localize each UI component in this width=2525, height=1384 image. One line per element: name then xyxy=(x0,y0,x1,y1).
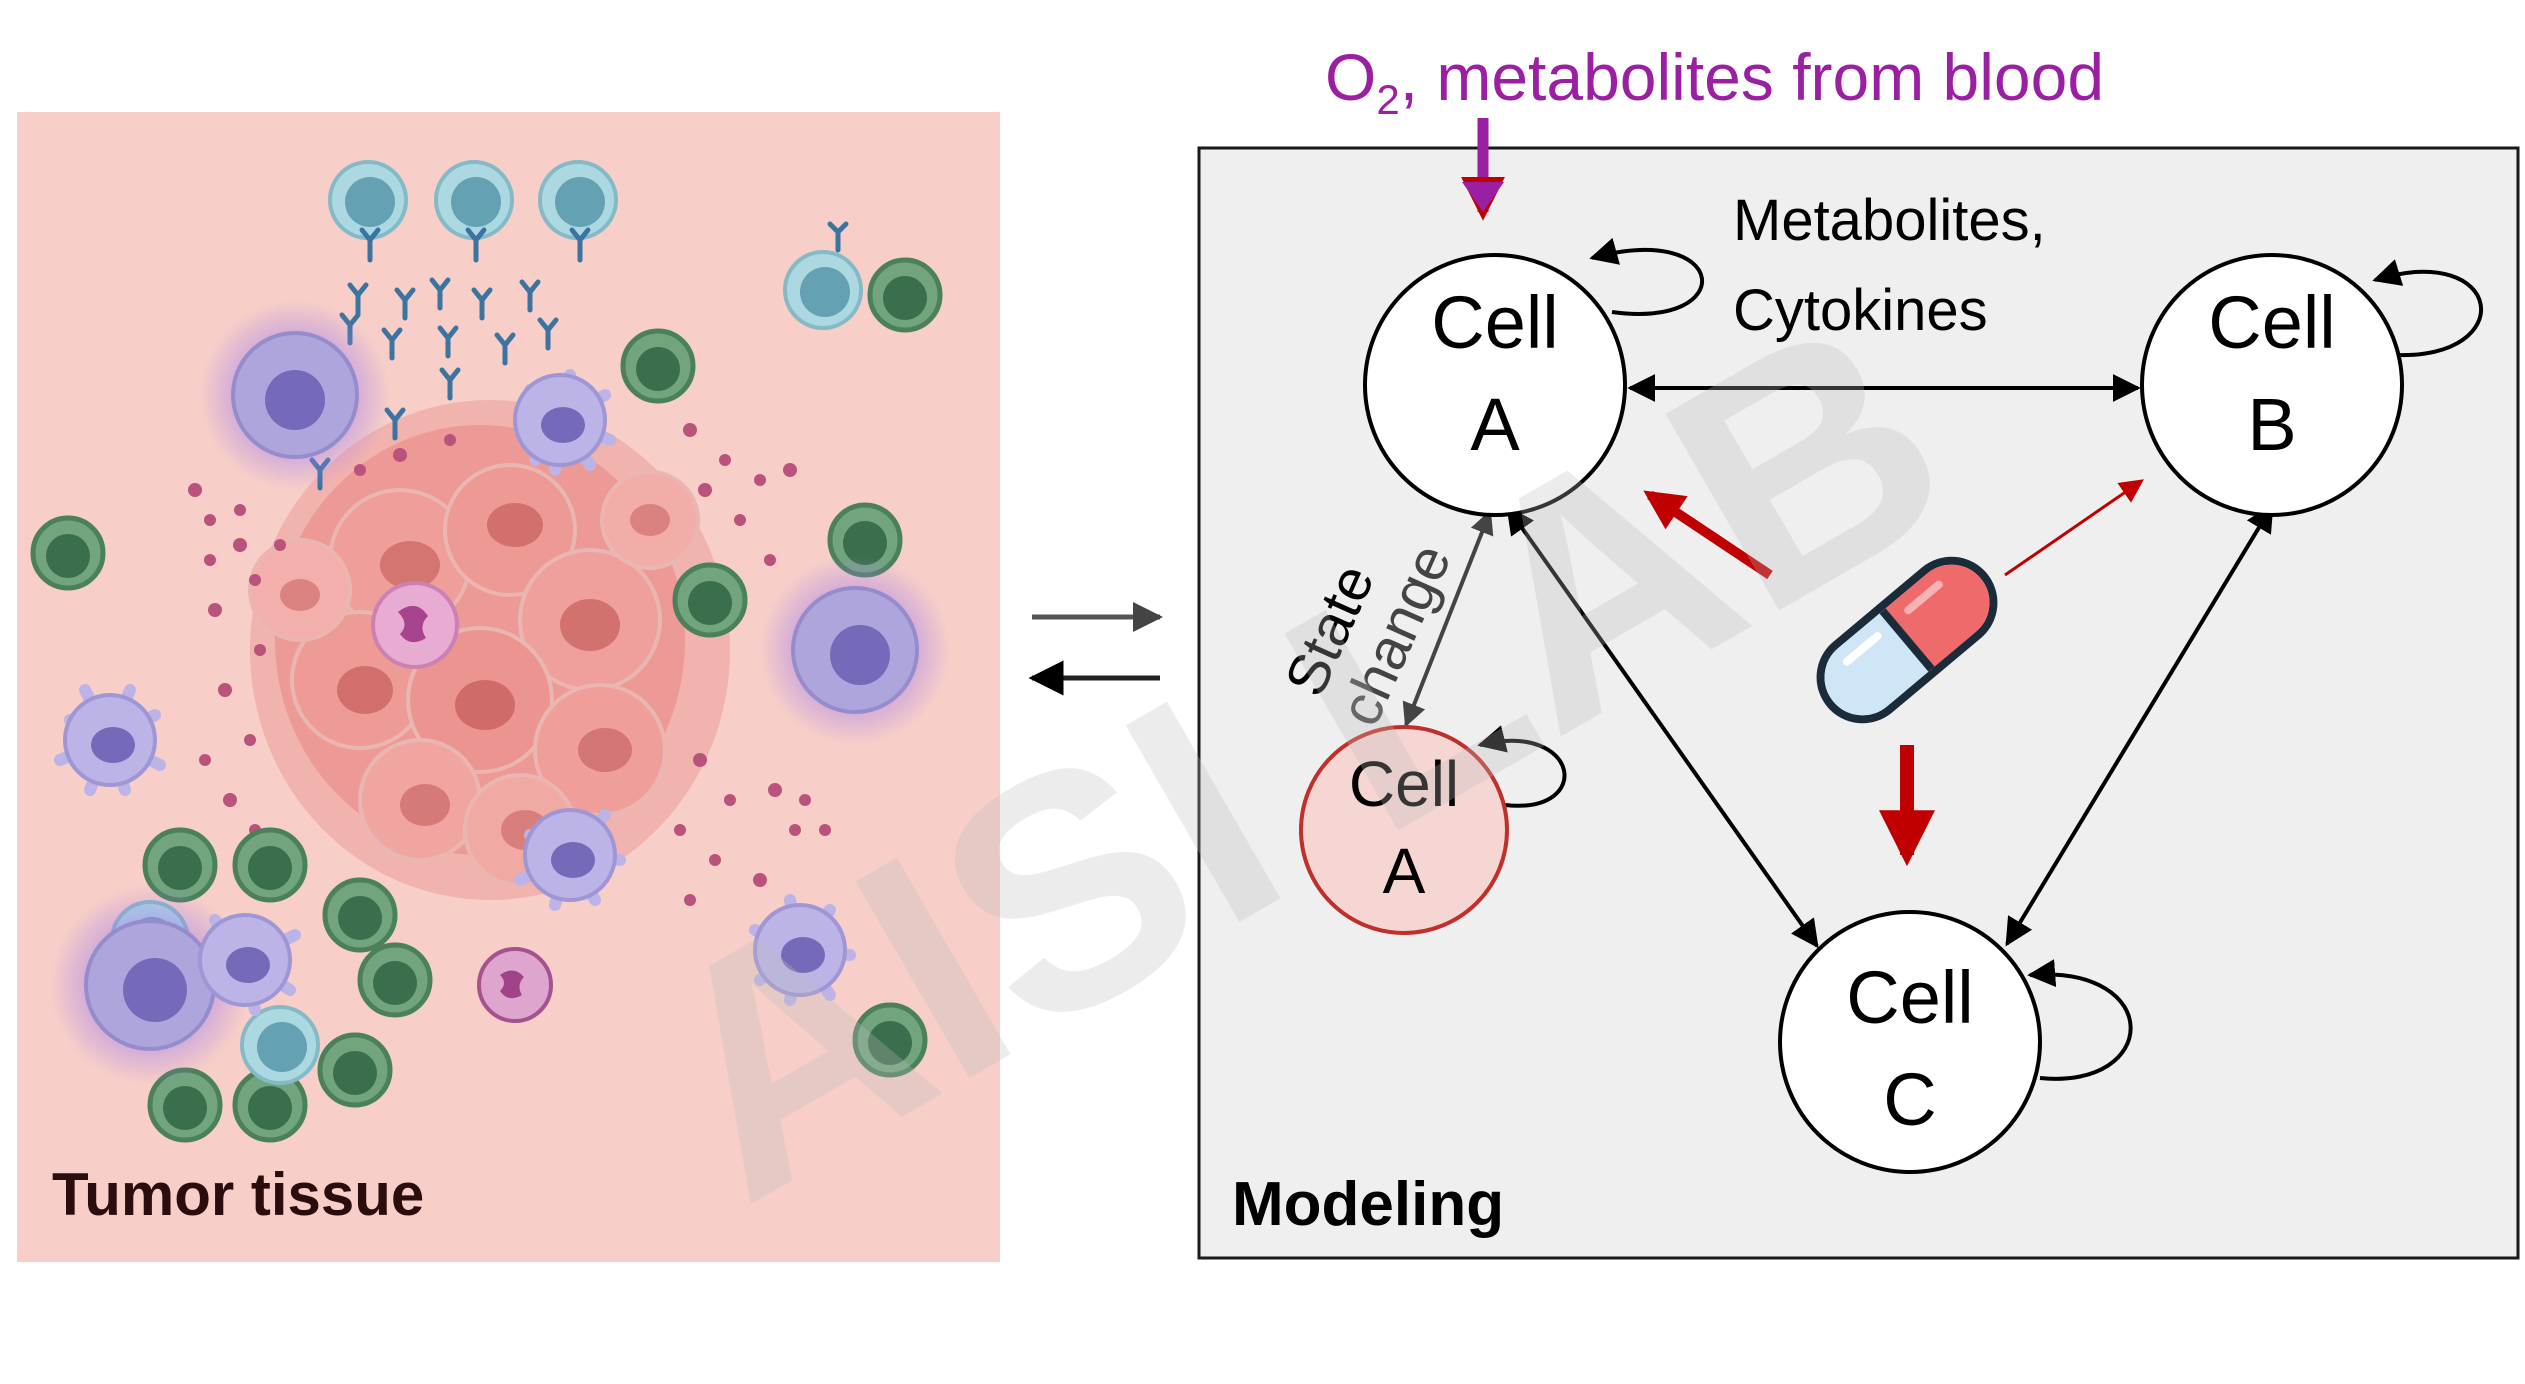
cell-b-line2: B xyxy=(2247,383,2296,466)
dendritic-cells xyxy=(54,369,856,1016)
cell-node-a-changed: Cell A xyxy=(1299,725,1509,935)
tumor-tissue-label: Tumor tissue xyxy=(52,1161,424,1228)
macrophages xyxy=(50,300,950,1085)
interaction-edges xyxy=(1402,374,2274,949)
cell-node-c: Cell C xyxy=(1778,910,2042,1174)
self-loops xyxy=(1477,237,2483,1081)
drug-effect-arrows xyxy=(1643,479,2144,867)
self-loop-a xyxy=(1589,237,1704,316)
cell-a-line1: Cell xyxy=(1431,281,1558,364)
drug-to-cell-b xyxy=(2004,479,2144,577)
cell-b-line1: Cell xyxy=(2208,281,2335,364)
neutrophil-2 xyxy=(477,947,553,1023)
self-loop-a-changed xyxy=(1477,725,1567,808)
edge-a-c xyxy=(1506,505,1819,949)
edge-state-change xyxy=(1402,509,1494,728)
antibodies xyxy=(309,221,849,491)
modeling-label: Modeling xyxy=(1232,1170,1504,1239)
cell-c-line1: Cell xyxy=(1846,956,1973,1039)
t-cells-top-row xyxy=(328,160,863,330)
exchange-arrows xyxy=(1028,602,1163,696)
blood-input-label: O2, metabolites from blood xyxy=(1325,40,2104,123)
cell-a-line2: A xyxy=(1470,383,1520,466)
drug-to-cell-a xyxy=(1643,490,1773,580)
cytokine-particles xyxy=(188,423,831,906)
neutrophil xyxy=(371,581,459,669)
green-cells xyxy=(30,257,943,1143)
drug-capsule-icon xyxy=(1816,556,1998,724)
tumor-tissue-panel: Tumor tissue xyxy=(17,112,1000,1262)
cell-c-line2: C xyxy=(1883,1058,1936,1141)
tumor-mass xyxy=(248,400,730,900)
edge-label-cytokines: Cytokines xyxy=(1733,278,1988,343)
cell-node-a: Cell A xyxy=(1363,253,1627,517)
edge-label-metabolites: Metabolites, xyxy=(1733,188,2046,253)
edge-b-c xyxy=(2005,503,2274,947)
cell-a-changed-line1: Cell xyxy=(1349,748,1459,820)
cell-node-b: Cell B xyxy=(2140,253,2404,517)
self-loop-c xyxy=(2027,959,2133,1081)
cell-a-changed-line2: A xyxy=(1383,835,1426,907)
modeling-panel: O2, metabolites from blood Metabolites, … xyxy=(1197,40,2520,1260)
self-loop-b xyxy=(2372,259,2483,358)
